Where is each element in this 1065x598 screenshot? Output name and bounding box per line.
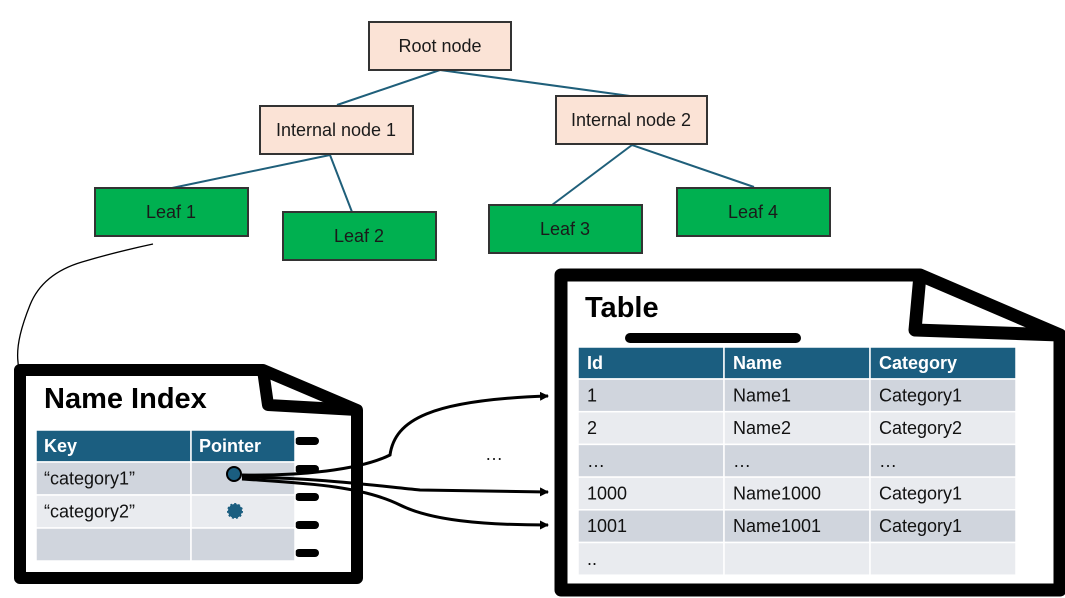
table-header-cell: [577, 346, 725, 380]
table-cell-text: 1000: [587, 483, 627, 503]
internal-node-1-label: Internal node 1: [276, 120, 396, 140]
table-table-cell: [577, 410, 725, 446]
ellipsis-label: …: [485, 444, 503, 464]
table-table-cell: [869, 541, 1017, 576]
index-table-cell: [190, 494, 296, 529]
table-cell-text: Category2: [879, 418, 962, 438]
table-cell-text: Category1: [879, 516, 962, 536]
name-index-document: Name Index Key Pointer “category1” “categor…: [14, 364, 363, 584]
index-cell-text: “category2”: [44, 502, 135, 522]
index-table-cell: [35, 527, 192, 562]
edge-root-internal1: [336, 69, 441, 106]
edge-internal1-leaf2: [329, 154, 353, 213]
table-table-cell: [577, 378, 725, 413]
table-cell-text: 1001: [587, 516, 627, 536]
leaf-3-label: Leaf 3: [540, 219, 590, 239]
table-cell-text: 1: [587, 385, 597, 405]
table-table-cell: [869, 410, 1017, 446]
name-index-table: Key Pointer “category1” “category2”: [35, 429, 296, 562]
table-cell-text: Category1: [879, 385, 962, 405]
index-table-cell: [35, 461, 192, 496]
table-table-cell: [723, 443, 871, 478]
arrow-to-row-1000: [241, 475, 549, 497]
edge-internal2-leaf3: [551, 144, 633, 206]
table-header-label: Category: [879, 353, 957, 373]
leaf-4-label: Leaf 4: [728, 202, 778, 222]
root-node-label: Root node: [398, 36, 481, 56]
pointer-dot-category1: [226, 466, 242, 482]
leaf-3: Leaf 3: [488, 204, 643, 254]
table-header-cell: [869, 346, 1017, 380]
table-table-cell: [723, 378, 871, 413]
edge-internal2-leaf4: [631, 144, 755, 188]
pointer-dot-category2: [227, 503, 243, 519]
edge-root-internal2: [439, 69, 631, 97]
index-header-cell: [190, 429, 296, 463]
table-table-cell: [577, 476, 725, 511]
table-table-cell: [869, 443, 1017, 478]
table-table-cell: [577, 509, 725, 544]
leaf-1-label: Leaf 1: [146, 202, 196, 222]
table-cell-text: 2: [587, 418, 597, 438]
arrow-to-row-1001: [241, 477, 549, 530]
pointer-arrows: [241, 391, 549, 530]
arrow-to-row-1: [241, 391, 549, 477]
table-title: Table: [585, 292, 659, 324]
leaf-4: Leaf 4: [676, 187, 831, 237]
table-cell-text: Name1001: [733, 516, 821, 536]
table-cell-text: …: [587, 451, 605, 471]
table-cell-text: ..: [587, 549, 597, 569]
table-cell-text: …: [733, 451, 751, 471]
name-index-page-fold: [257, 369, 358, 416]
table-header-label: Id: [587, 353, 603, 373]
table-header-label: Name: [733, 353, 782, 373]
table-cell-text: Name2: [733, 418, 791, 438]
name-index-title: Name Index: [44, 383, 207, 415]
table-page-fold: [908, 274, 1061, 342]
table-cell-text: Category1: [879, 483, 962, 503]
index-header-label: Pointer: [199, 436, 261, 456]
internal-node-2-label: Internal node 2: [571, 110, 691, 130]
leaf-2-label: Leaf 2: [334, 226, 384, 246]
leaf-1: Leaf 1: [94, 187, 249, 237]
root-node: Root node: [368, 21, 512, 71]
table-table-cell: [869, 476, 1017, 511]
table-cell-text: Name1000: [733, 483, 821, 503]
table-table-cell: [723, 509, 871, 544]
index-header-label: Key: [44, 436, 77, 456]
index-table-cell: [35, 494, 192, 529]
internal-node-1: Internal node 1: [259, 105, 414, 155]
edge-internal1-leaf1: [171, 154, 331, 189]
index-table-cell: [190, 527, 296, 562]
table-table-cell: [723, 541, 871, 576]
leaf-2: Leaf 2: [282, 211, 437, 261]
index-header-cell: [35, 429, 192, 463]
table-table-cell: [869, 378, 1017, 413]
table-table-cell: [869, 509, 1017, 544]
table-table-cell: [577, 541, 725, 576]
table-cell-text: …: [879, 451, 897, 471]
table-cell-text: Name1: [733, 385, 791, 405]
internal-node-2: Internal node 2: [555, 95, 708, 145]
tree-edges: [171, 69, 755, 213]
table-table-cell: [723, 410, 871, 446]
index-cell-text: “category1”: [44, 469, 135, 489]
